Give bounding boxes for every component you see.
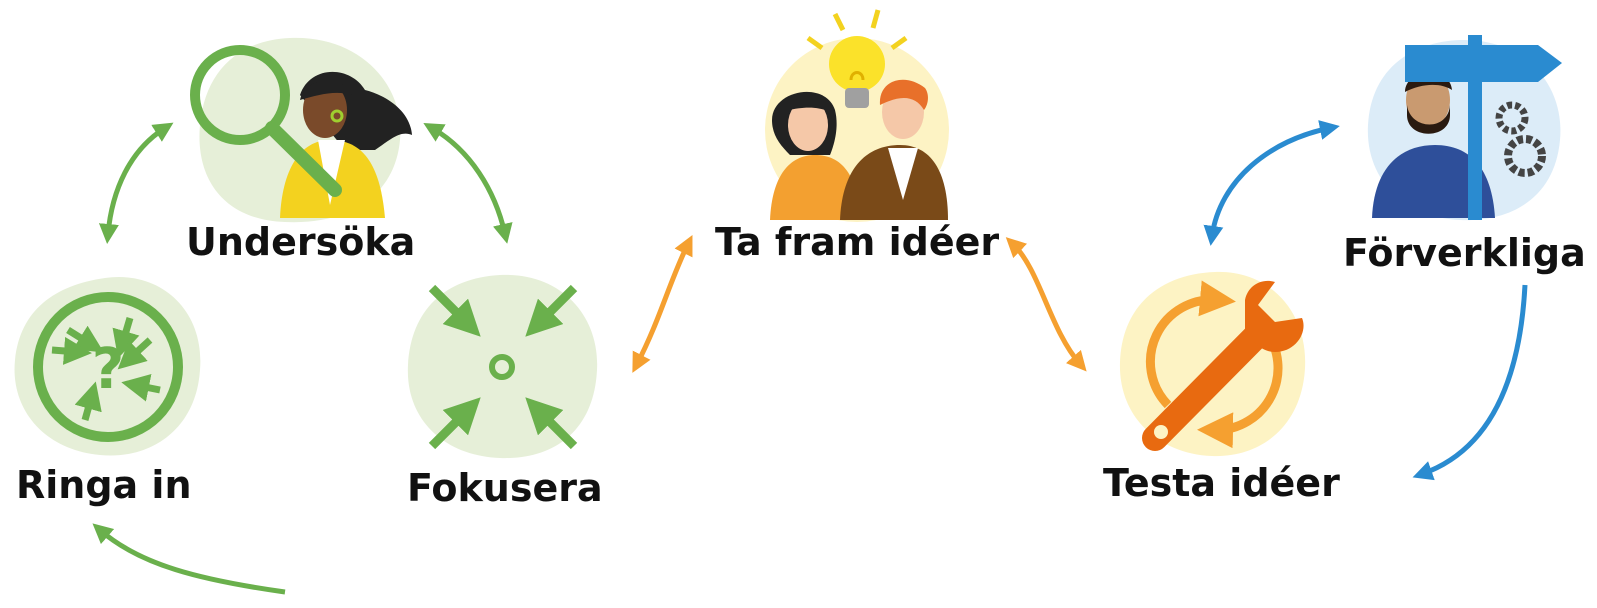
arrow-undersoka-fokusera xyxy=(423,122,513,244)
signpost-man-icon xyxy=(1367,35,1562,221)
wrench-cycle-icon xyxy=(1119,271,1306,457)
lightbulb-people-icon xyxy=(765,9,949,222)
arrow-ringa-undersoka xyxy=(98,122,174,244)
arrow-testa-forverkliga xyxy=(1203,120,1340,246)
node-label-testa-ideer: Testa idéer xyxy=(1103,461,1340,505)
arrow-ideer-testa xyxy=(1005,237,1087,372)
node-label-undersoka: Undersöka xyxy=(186,220,416,264)
magnifier-woman-icon xyxy=(190,37,412,223)
node-label-forverkliga: Förverkliga xyxy=(1343,231,1586,275)
arrow-fokusera-ideer xyxy=(632,235,693,373)
node-label-ringa-in: Ringa in xyxy=(16,463,192,507)
converging-arrows-icon xyxy=(407,274,598,459)
svg-text:?: ? xyxy=(92,337,124,402)
node-label-fokusera: Fokusera xyxy=(407,466,603,510)
question-cycle-icon: ? xyxy=(14,276,201,456)
arrow-forverkliga-return xyxy=(1412,284,1528,481)
arrow-return-ringa xyxy=(92,523,286,595)
node-label-ta-fram-ideer: Ta fram idéer xyxy=(715,220,1000,264)
